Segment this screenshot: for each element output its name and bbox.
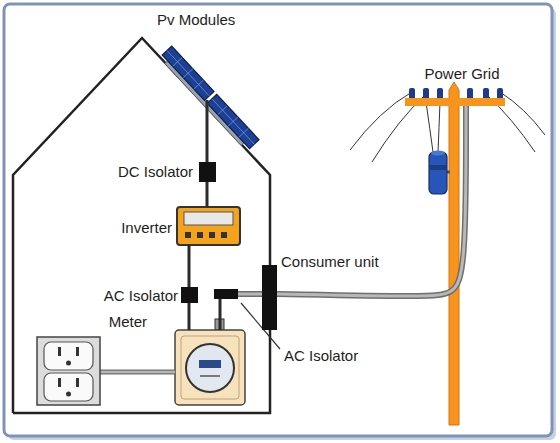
consumer-unit: Consumer unit [262,265,277,330]
dc-ac-wire [189,303,190,330]
dc-ac-wire [189,245,190,287]
dc-ac-wire [207,182,208,207]
component-label: Inverter [121,219,172,237]
meter-body [175,319,245,405]
component-label: Power Grid [424,65,499,83]
dc-isolator: DC Isolator [199,162,216,182]
cable-outer [238,291,262,297]
supply-cable [238,294,262,295]
ac-isolator: AC Isolator [214,289,238,299]
component-label: Consumer unit [281,253,379,271]
wire [219,299,222,330]
component-label: AC Isolator [104,287,178,305]
cable-outer [277,106,466,296]
cable-inner [238,293,262,296]
wire [188,245,191,287]
dc-ac-wire [207,100,208,162]
cable-inner [277,106,466,296]
ac-isolator: AC Isolator [181,287,198,303]
frame [4,4,552,436]
utility-pole [350,82,545,425]
meter: Meter [175,330,245,405]
pv-modules: Pv Modules [158,40,262,100]
component-label: DC Isolator [118,163,193,181]
wire [206,100,209,162]
pv-panels [159,46,259,151]
component-label: AC Isolator [284,347,358,365]
dc-ac-wire [220,299,221,330]
house-outline [13,38,270,413]
wire [206,182,209,207]
inverter-body [177,207,240,245]
inverter: Inverter [177,207,240,245]
wall-outlet [37,337,175,405]
wire [188,303,191,330]
component-label: Pv Modules [157,11,235,29]
power-grid: Power Grid [405,98,505,106]
component-label: Meter [109,313,147,331]
supply-cable [277,106,466,296]
